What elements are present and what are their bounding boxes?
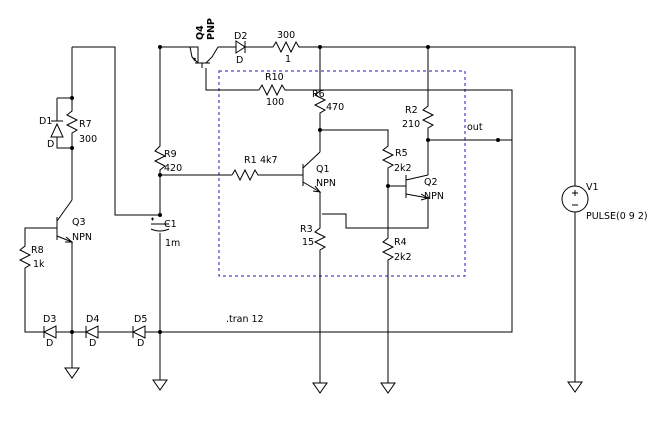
r6-value-label: 470	[326, 102, 344, 113]
r1-name-label: R1	[244, 155, 257, 166]
r5-symbol	[381, 143, 395, 171]
r10-symbol	[258, 83, 287, 97]
d4-symbol	[84, 325, 100, 339]
d3-symbol	[40, 325, 57, 339]
wires	[24, 46, 576, 383]
d3-name-label: D3	[43, 314, 56, 325]
q4-symbol	[189, 46, 219, 68]
r3-value-label: 15	[302, 237, 314, 248]
q3-model-label: NPN	[72, 232, 92, 243]
r5-value-label: 2k2	[394, 163, 412, 174]
r9-value-label: 420	[164, 163, 182, 174]
ground-icons	[64, 367, 583, 394]
resistor-top-value: 300	[277, 30, 295, 41]
d1-name-label: D1	[39, 116, 52, 127]
r8-value-label: 1k	[33, 259, 45, 270]
r9-name-label: R9	[164, 149, 177, 160]
d1-model-label: D	[47, 139, 54, 150]
junction-dots	[70, 45, 500, 334]
r6-symbol	[313, 88, 327, 116]
v1-symbol	[561, 185, 589, 213]
c1-name-label: C1	[164, 219, 177, 230]
r7-name-label: R7	[79, 119, 92, 130]
resistor-top-sub: 1	[285, 54, 291, 65]
q3-name-label: Q3	[72, 217, 86, 228]
r8-name-label: R8	[31, 245, 44, 256]
d3-model-label: D	[46, 338, 53, 349]
d4-name-label: D4	[86, 314, 99, 325]
c1-value-label: 1m	[165, 238, 180, 249]
r1-value-label: 4k7	[260, 155, 278, 166]
c1-symbol	[150, 217, 170, 232]
q1-name-label: Q1	[316, 164, 330, 175]
q2-model-label: NPN	[424, 191, 444, 202]
d1-symbol	[50, 116, 64, 142]
r10-name-label: R10	[265, 72, 284, 83]
r2-symbol	[421, 103, 435, 131]
r4-symbol	[381, 235, 395, 263]
r10-value-label: 100	[266, 97, 284, 108]
r7-symbol	[65, 108, 79, 136]
d2-name-label: D2	[234, 31, 247, 42]
q4-name-label: Q4	[195, 25, 206, 40]
d4-model-label: D	[89, 338, 96, 349]
q3-symbol	[56, 199, 74, 243]
out-net-label: out	[467, 122, 483, 133]
tran-directive: .tran 12	[226, 314, 264, 325]
r4-name-label: R4	[394, 237, 407, 248]
r2-name-label: R2	[405, 105, 418, 116]
d5-name-label: D5	[134, 314, 147, 325]
v1-value-label: PULSE(0 9 2)	[586, 211, 648, 222]
r4-value-label: 2k2	[394, 252, 412, 263]
r3-symbol	[313, 225, 327, 253]
d5-symbol	[131, 325, 147, 339]
q2-name-label: Q2	[424, 177, 438, 188]
dashed-subcircuit-box	[218, 70, 466, 277]
q1-model-label: NPN	[316, 178, 336, 189]
r9-symbol	[153, 143, 167, 175]
d5-model-label: D	[137, 338, 144, 349]
d2-model-label: D	[236, 55, 243, 66]
r8-symbol	[18, 243, 32, 271]
r7-value-label: 300	[79, 134, 97, 145]
d2-symbol	[232, 40, 246, 54]
r3-name-label: R3	[300, 224, 313, 235]
q4-model-label: PNP	[206, 18, 217, 40]
q2-symbol	[405, 174, 430, 201]
r5-name-label: R5	[395, 148, 408, 159]
v1-name-label: V1	[586, 182, 599, 193]
q1-symbol	[302, 151, 322, 193]
r1-symbol	[231, 168, 260, 182]
r2-value-label: 210	[402, 119, 420, 130]
r6-name-label: R6	[312, 89, 325, 100]
resistor-top-symbol	[272, 40, 301, 54]
